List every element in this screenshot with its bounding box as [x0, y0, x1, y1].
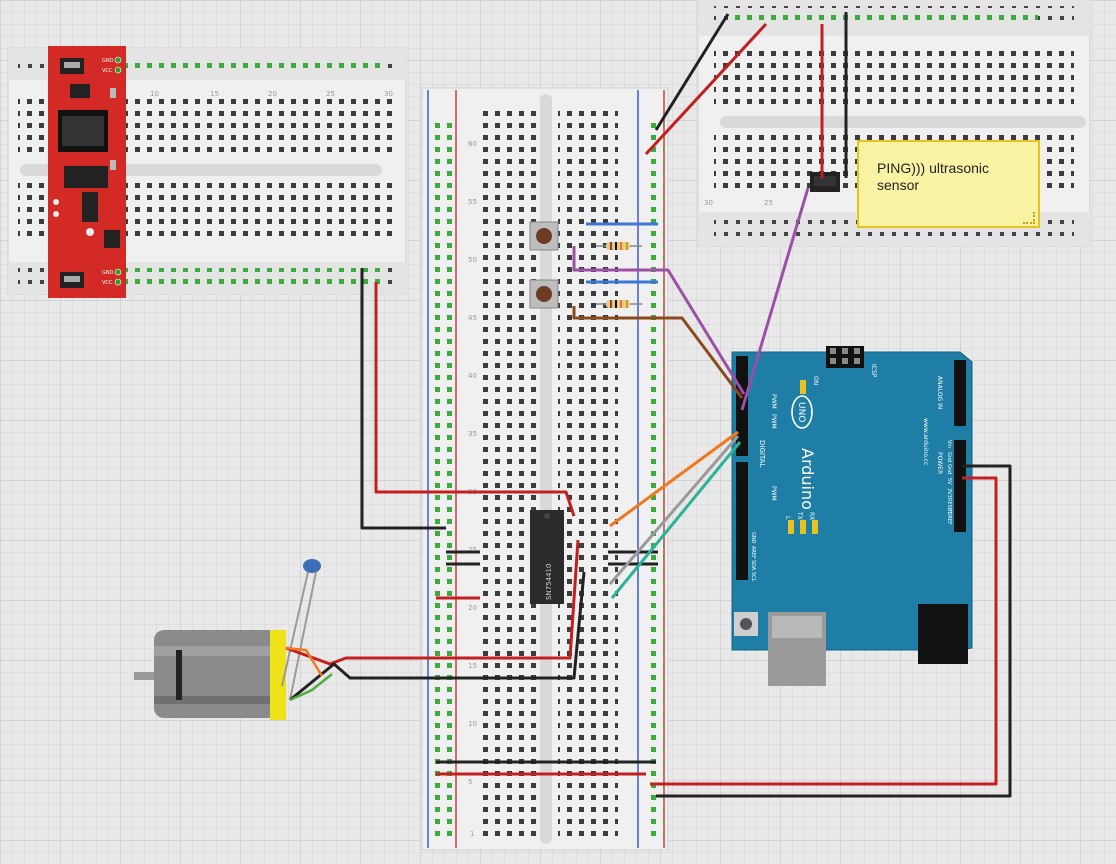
header-pin-label: 5V — [946, 478, 952, 485]
power-module: GND VCC GND VCC — [48, 46, 126, 298]
main-bb-number: 20 — [468, 604, 477, 612]
push-button[interactable] — [529, 221, 559, 251]
main-bb-number: 55 — [468, 198, 477, 206]
black-wire — [289, 571, 586, 702]
power-label: POWER — [936, 452, 943, 474]
gray-wire — [608, 435, 740, 585]
on-label: ON — [812, 376, 819, 385]
header-pin-label: Vin — [946, 440, 952, 448]
motor-driver-ic: SN754410 — [530, 510, 564, 604]
ic-label: SN754410 — [545, 564, 553, 600]
black-wire — [360, 268, 446, 530]
resistor — [596, 242, 642, 250]
top-bb-number: 30 — [704, 199, 713, 207]
header-pin-label: 3V3 — [946, 488, 952, 498]
site-label: www.arduino.cc — [922, 418, 929, 465]
icsp-label: ICSP — [870, 364, 877, 378]
top-bb-number: 25 — [764, 199, 773, 207]
teal-wire — [610, 441, 742, 599]
purple-wire — [740, 187, 810, 411]
main-bb-number: 5 — [468, 778, 472, 786]
digital-pin-label: GND — [750, 532, 756, 544]
note-resize-handle[interactable] — [1023, 212, 1035, 224]
header-pin-label: IOREF — [946, 510, 952, 525]
resistor — [596, 300, 642, 308]
tx-label: TX — [796, 511, 803, 520]
motor-lead-orange — [285, 646, 324, 677]
main-bb-number: 50 — [468, 256, 477, 264]
left-bb-number: 10 — [150, 90, 159, 98]
pwm-label: PWM — [770, 394, 777, 409]
main-bb-number: 60 — [468, 140, 477, 148]
digital-label: DIGITAL — [758, 440, 766, 467]
purple-wire — [572, 246, 746, 395]
left-bb-number: 20 — [268, 90, 277, 98]
left-bb-number: 15 — [210, 90, 219, 98]
vcc-label: VCC — [102, 68, 113, 74]
note-text: PING))) ultrasonic sensor — [877, 160, 990, 193]
left-bb-number: 25 — [326, 90, 335, 98]
dc-motor — [134, 630, 286, 720]
main-bb-number: 45 — [468, 314, 477, 322]
digital-pin-label: SDA — [750, 560, 756, 571]
red-wire — [374, 282, 576, 517]
model-label: UNO — [796, 402, 806, 422]
l-label: L — [784, 516, 791, 520]
main-bb-number: 15 — [468, 662, 477, 670]
left-bb-number: 30 — [384, 90, 393, 98]
red-wire — [285, 539, 580, 666]
black-wire — [654, 13, 730, 131]
main-bb-number: 25 — [468, 546, 477, 554]
header-pin-label: Gnd — [946, 464, 952, 474]
red-wire — [644, 22, 768, 156]
motor-lead-green — [289, 673, 333, 702]
main-bb-number: 40 — [468, 372, 477, 380]
brand-label: Arduino — [798, 448, 817, 510]
brown-wire — [572, 306, 744, 399]
capacitor — [281, 559, 321, 701]
header-pin-label: RESET — [946, 498, 952, 515]
arduino-uno-board: ICSP ON DIGITAL PWM PWM PWM L TX RX Ardu… — [731, 346, 973, 686]
orange-wire — [609, 430, 739, 528]
pwm-label: PWM — [770, 414, 777, 429]
main-bb-number: 10 — [468, 720, 477, 728]
ping-sensor — [810, 172, 840, 192]
push-button[interactable] — [529, 279, 559, 309]
sensor-note: PING))) ultrasonic sensor — [857, 140, 1040, 228]
main-bb-number: 35 — [468, 430, 477, 438]
gnd-label: GND — [102, 270, 114, 276]
digital-pin-label: SCL — [750, 572, 756, 582]
main-breadboard: 60 55 50 45 40 35 30 25 20 15 10 5 1 — [421, 87, 669, 851]
gnd-label: GND — [102, 58, 114, 64]
vcc-label: VCC — [102, 280, 113, 286]
digital-pin-label: AREF — [750, 546, 756, 559]
red-wire — [650, 476, 998, 786]
black-wire — [656, 464, 1012, 798]
analog-label: ANALOG IN — [936, 376, 943, 409]
pwm-label: PWM — [770, 486, 777, 501]
rx-label: RX — [808, 512, 815, 520]
header-pin-label: Gnd — [946, 452, 952, 462]
main-bb-number: 1 — [470, 830, 474, 838]
uno-logo: UNO — [791, 395, 813, 429]
